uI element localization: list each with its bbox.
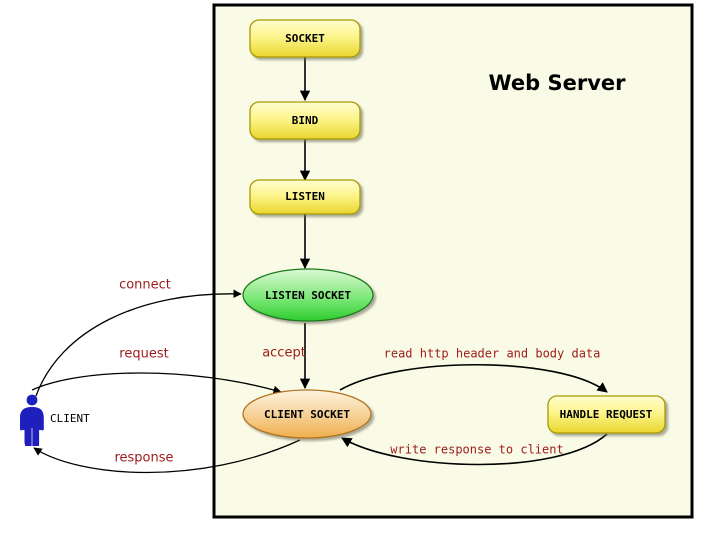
edge-label-connect: connect bbox=[119, 278, 171, 293]
node-client-socket-label: CLIENT SOCKET bbox=[264, 408, 350, 421]
node-handle-request[interactable]: HANDLE REQUEST bbox=[547, 395, 666, 434]
edge-label-write-response: write response to client bbox=[390, 443, 563, 457]
node-listen-socket[interactable]: LISTEN SOCKET bbox=[242, 268, 374, 322]
node-listen-socket-shape bbox=[242, 268, 374, 322]
node-listen-socket-label: LISTEN SOCKET bbox=[265, 289, 351, 302]
edge-read-http bbox=[339, 363, 608, 393]
node-bind-shape bbox=[249, 101, 361, 140]
actor-label-client: CLIENT bbox=[50, 412, 90, 425]
node-bind[interactable]: BIND bbox=[249, 101, 361, 140]
node-handle-request-label: HANDLE REQUEST bbox=[560, 408, 653, 421]
node-socket-shape bbox=[249, 19, 361, 58]
node-client-socket[interactable]: CLIENT SOCKET bbox=[242, 389, 372, 439]
edge-write-response bbox=[341, 433, 608, 466]
node-bind-label: BIND bbox=[292, 114, 319, 127]
edge-label-accept: accept bbox=[262, 346, 306, 361]
node-socket[interactable]: SOCKET bbox=[249, 19, 361, 58]
edge-label-response: response bbox=[114, 451, 173, 466]
node-listen-shape bbox=[249, 179, 361, 215]
edge-connect bbox=[35, 289, 242, 397]
node-client-socket-shape bbox=[242, 389, 372, 439]
edge-request bbox=[31, 372, 282, 394]
person-icon bbox=[20, 394, 44, 446]
edge-label-request: request bbox=[119, 347, 168, 362]
node-handle-request-shape bbox=[547, 395, 666, 434]
frame-title: Web Server bbox=[488, 71, 626, 95]
node-listen[interactable]: LISTEN bbox=[249, 179, 361, 215]
edge-response bbox=[33, 439, 301, 474]
edge-label-read-http: read http header and body data bbox=[384, 347, 601, 361]
node-socket-label: SOCKET bbox=[285, 32, 325, 45]
node-listen-label: LISTEN bbox=[285, 190, 325, 203]
